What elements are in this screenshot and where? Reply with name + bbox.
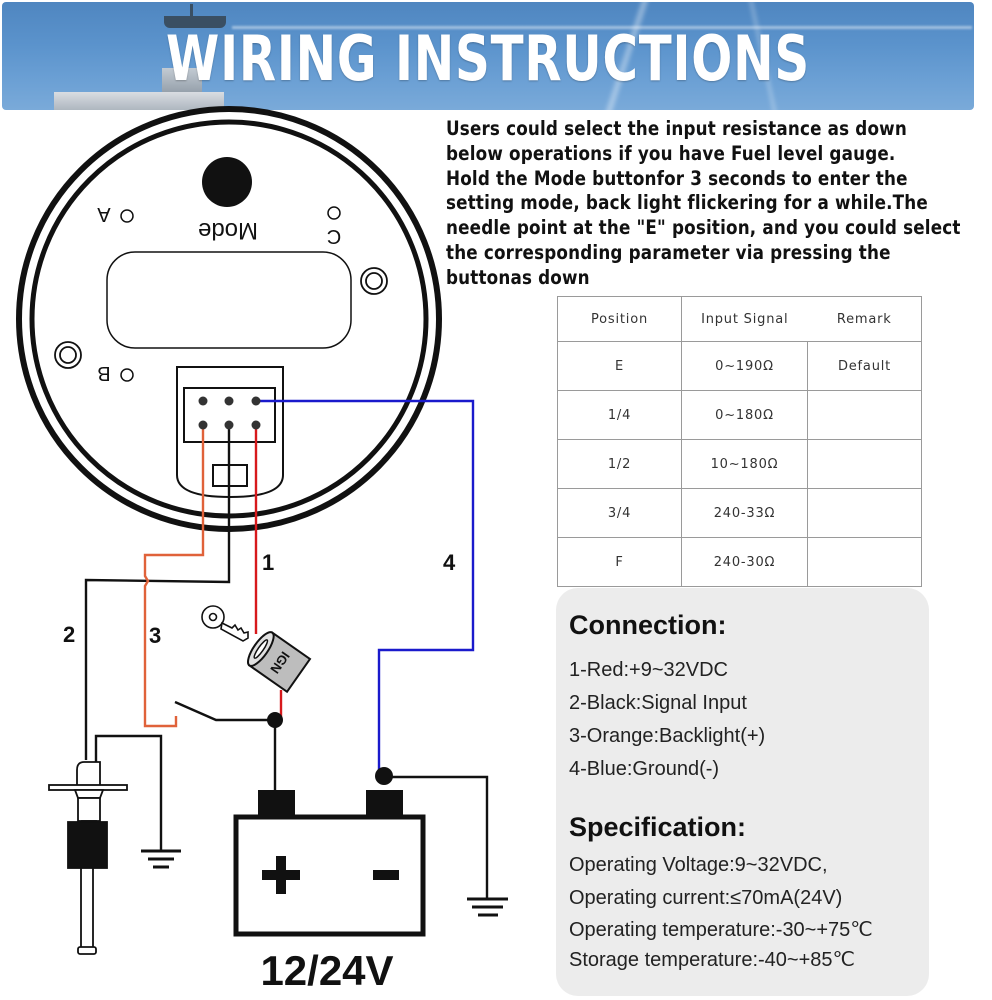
instruction-line: buttonas down [446, 265, 590, 289]
table-header-row: Position Input Signal Remark [557, 296, 922, 342]
cell-remark [807, 439, 922, 489]
banner-title: WIRING INSTRUCTIONS [165, 22, 811, 95]
instructions-text: Users could select the input resistance … [446, 117, 992, 291]
info-card: Connection: 1-Red:+9~32VDC 2-Black:Signa… [556, 588, 929, 996]
wire-label-4: 4 [443, 550, 456, 575]
spec-item-current: Operating current:≤70mA(24V) [569, 887, 843, 909]
wire-label-1: 1 [262, 550, 274, 575]
connection-item-orange: 3-Orange:Backlight(+) [569, 725, 766, 747]
table-row: E 0~190Ω Default [557, 341, 922, 391]
battery-terminal-positive [258, 790, 295, 816]
cell-remark [807, 390, 922, 440]
screw [365, 272, 383, 290]
button-c [327, 206, 341, 220]
wire-label-2: 2 [63, 622, 75, 647]
ship-tower [162, 68, 202, 96]
cell-remark [807, 537, 922, 587]
spec-item-voltage: Operating Voltage:9~32VDC, [569, 854, 828, 876]
ground-symbol-icon [141, 849, 181, 869]
junction-dot [267, 712, 283, 728]
wire-label-3: 3 [149, 623, 161, 648]
spec-item-operating-temp: Operating temperature:-30~+75℃ [569, 919, 873, 941]
gauge-mount-hole [202, 157, 252, 207]
screw [360, 267, 388, 295]
instruction-line: needle point at the "E" position, and yo… [446, 216, 961, 240]
cell-input-signal: 10~180Ω [681, 439, 808, 489]
connection-item-blue: 4-Blue:Ground(-) [569, 758, 720, 780]
pin [251, 420, 261, 430]
connection-title: Connection: [569, 610, 727, 640]
wires [84, 399, 489, 898]
instruction-line: Users could select the input resistance … [446, 117, 907, 140]
resistance-table: Position Input Signal Remark E 0~190Ω De… [557, 296, 922, 587]
battery-voltage-label: 12/24V [260, 947, 393, 994]
display-window [106, 251, 352, 349]
mode-label: Mode [198, 217, 258, 244]
wire-blue-ground [256, 399, 475, 774]
cell-position: 1/2 [557, 439, 682, 489]
ground-symbol-icon [467, 897, 508, 917]
specification-title: Specification: [569, 812, 747, 842]
spec-item-storage-temp: Storage temperature:-40~+85℃ [569, 949, 855, 971]
header-banner: WIRING INSTRUCTIONS [2, 2, 974, 110]
wire-orange-backlight [143, 425, 205, 728]
key-icon [201, 605, 249, 642]
cell-position: E [557, 341, 682, 391]
boat-mast [190, 4, 193, 18]
switch-arm [174, 700, 275, 722]
pin [251, 396, 261, 406]
fuel-sender-icon [48, 761, 128, 955]
battery-terminal-negative [366, 790, 403, 816]
screw [59, 346, 77, 364]
boat-wake [232, 26, 972, 29]
wire-black-signal [84, 425, 231, 760]
instruction-line: the corresponding parameter via pressing… [446, 240, 891, 264]
wire-battery-ground [384, 775, 489, 898]
button-b-label: B [97, 362, 110, 384]
cell-remark: Default [807, 341, 922, 391]
cell-input-signal: 0~180Ω [681, 390, 808, 440]
button-c-label: C [327, 225, 341, 247]
table-row: 1/2 10~180Ω [557, 439, 922, 489]
connection-item-black: 2-Black:Signal Input [569, 692, 747, 714]
pin [198, 420, 208, 430]
minus-sign [373, 870, 399, 880]
column-header-position: Position [557, 296, 682, 342]
pin [224, 420, 234, 430]
screw [54, 341, 82, 369]
instruction-line: below operations if you have Fuel level … [446, 141, 896, 165]
wire-sender-ground [94, 734, 163, 850]
column-header-input-signal: Input Signal [681, 296, 808, 342]
button-a-label: A [97, 203, 111, 225]
cell-input-signal: 240-30Ω [681, 537, 808, 587]
boat-image [164, 16, 226, 28]
column-header-remark: Remark [807, 296, 922, 342]
instruction-line: Hold the Mode buttonfor 3 seconds to ent… [446, 166, 908, 190]
junction-dot [375, 767, 393, 785]
table-row: 1/4 0~180Ω [557, 390, 922, 440]
ship-image [54, 92, 224, 110]
table-row: F 240-30Ω [557, 537, 922, 587]
instruction-line: setting mode, back light flickering for … [446, 191, 928, 215]
connection-item-red: 1-Red:+9~32VDC [569, 659, 728, 681]
button-b [120, 368, 134, 382]
battery-icon [233, 790, 426, 937]
ignition-switch-icon: IGN [247, 631, 312, 694]
button-a [120, 209, 134, 223]
cell-position: F [557, 537, 682, 587]
pin [198, 396, 208, 406]
table-row: 3/4 240-33Ω [557, 488, 922, 538]
plus-sign-v [276, 856, 286, 894]
pin [224, 396, 234, 406]
connector-pins [198, 396, 261, 430]
